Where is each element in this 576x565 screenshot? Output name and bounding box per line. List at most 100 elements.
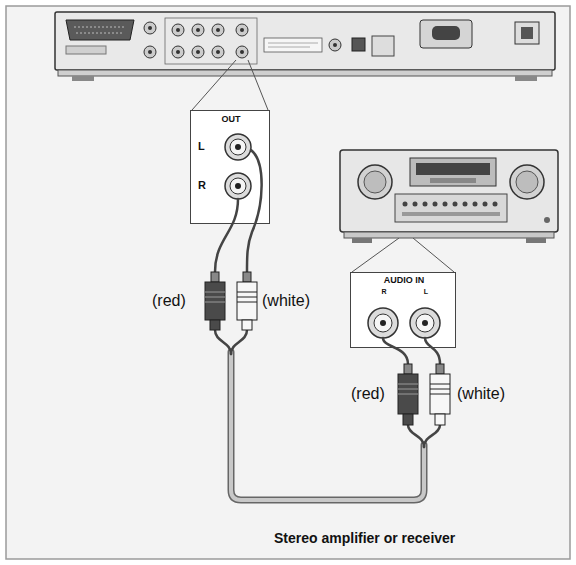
- rca-plug-white: [237, 302, 257, 303]
- player-rear-panel: [176, 28, 180, 32]
- player-rear-panel: [515, 22, 539, 44]
- rca-jack: [235, 183, 241, 189]
- amplifier: [352, 238, 372, 243]
- amplifier: [493, 202, 498, 207]
- rca-plug-white: [237, 282, 257, 320]
- rca-plug-white: [430, 384, 450, 385]
- player-rear-panel: [66, 46, 106, 54]
- amplifier: [526, 238, 546, 243]
- amplifier: [483, 202, 488, 207]
- player-rear-panel: [264, 38, 322, 52]
- color-label: (red): [152, 292, 186, 310]
- audio-cable: [425, 338, 440, 364]
- audio-cable: [247, 150, 262, 272]
- rca-plug-white: [435, 414, 445, 425]
- player-rear-panel: [148, 26, 152, 30]
- player-rear-panel: [176, 50, 180, 54]
- device-caption: Stereo amplifier or receiver: [274, 530, 455, 546]
- player-rear-panel: [196, 28, 200, 32]
- rca-plug-white: [430, 374, 450, 414]
- leader-lines: [413, 238, 454, 272]
- amplifier: [423, 202, 428, 207]
- rca-plug-white: [242, 320, 252, 330]
- rca-jack: [368, 308, 440, 338]
- player-rear-panel: [192, 24, 204, 36]
- color-label: (red): [351, 385, 385, 403]
- amplifier: [510, 165, 544, 199]
- rca-plug-white: [237, 297, 257, 298]
- rca-plug-white: [243, 272, 251, 282]
- amplifier: [340, 150, 558, 232]
- callout-fill: [190, 110, 270, 224]
- audio-cable: [231, 330, 247, 354]
- color-label: (white): [457, 385, 505, 403]
- connector-title: AUDIO IN: [384, 275, 425, 285]
- amplifier: [410, 158, 496, 186]
- player-rear-panel: [212, 46, 224, 58]
- audio-cable: [424, 425, 440, 447]
- rca-jack: [230, 178, 246, 194]
- player-rear-panel: [76, 33, 124, 34]
- audio-cable: [231, 352, 424, 500]
- rca-jack: [368, 308, 398, 338]
- player-rear-panel: [372, 36, 394, 56]
- player-rear-panel: [72, 76, 94, 81]
- player-rear-panel: [515, 76, 537, 81]
- player-rear-panel: [420, 20, 472, 48]
- amplifier: [416, 163, 490, 175]
- rca-jack: [235, 144, 241, 150]
- callout-box: AUDIO INRL: [350, 272, 456, 348]
- audio-cable: [215, 199, 238, 272]
- rca-plug-red: [205, 297, 225, 298]
- rca-jack: [374, 314, 392, 332]
- callout-fill: [350, 272, 456, 348]
- rca-plug-white: [237, 292, 257, 293]
- rca-plug-red: [398, 374, 418, 414]
- player-rear-panel: [432, 26, 460, 40]
- player-rear-panel: [55, 12, 555, 81]
- rca-plug-white: [237, 272, 450, 425]
- leader-lines: [248, 60, 268, 110]
- rca-jack: [422, 320, 428, 326]
- rca-jack: [225, 134, 251, 199]
- channel-label: L: [198, 140, 205, 153]
- amplifier: [544, 217, 550, 223]
- player-rear-panel: [172, 46, 184, 58]
- rca-plug-white: [430, 394, 450, 395]
- audio-cable: [231, 352, 424, 500]
- player-rear-panel: [521, 27, 533, 39]
- player-rear-panel: [148, 50, 152, 54]
- amplifier: [430, 178, 476, 183]
- player-rear-panel: [144, 46, 156, 58]
- rca-plug-red: [205, 282, 225, 320]
- rca-jack: [225, 173, 251, 199]
- amplifier: [516, 171, 538, 193]
- player-rear-panel: [144, 22, 156, 34]
- player-rear-panel: [55, 12, 555, 70]
- amplifier: [403, 202, 408, 207]
- rca-jack: [225, 134, 251, 160]
- player-rear-panel: [268, 43, 318, 44]
- player-rear-panel: [268, 47, 310, 48]
- amplifier: [358, 165, 392, 199]
- rca-plug-red: [398, 384, 418, 385]
- leader-lines: [192, 60, 236, 110]
- rca-plug-white: [436, 364, 444, 374]
- player-rear-panel: [192, 46, 204, 58]
- rca-plug-red: [404, 364, 412, 374]
- leader-lines: [352, 238, 399, 272]
- channel-label: L: [424, 288, 428, 296]
- audio-cable: [383, 338, 408, 364]
- audio-cable: [215, 330, 231, 354]
- rca-plug-red: [403, 414, 413, 425]
- player-rear-panel: [236, 46, 248, 58]
- connector-title: OUT: [222, 114, 241, 124]
- player-rear-panel: [216, 28, 220, 32]
- rca-plug-white: [430, 389, 450, 390]
- amplifier: [473, 202, 478, 207]
- amplifier: [395, 194, 507, 222]
- rca-plug-red: [210, 320, 220, 330]
- amplifier: [443, 202, 448, 207]
- amplifier: [433, 202, 438, 207]
